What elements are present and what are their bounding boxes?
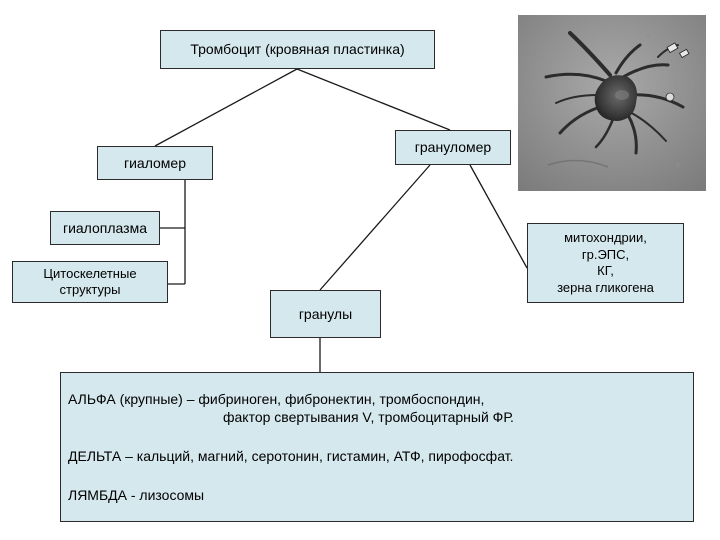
node-root-label: Тромбоцит (кровяная пластинка) xyxy=(190,41,405,57)
node-organelles-line4: зерна гликогена xyxy=(557,279,654,295)
node-hyaloplasm: гиалоплазма xyxy=(50,211,160,245)
node-organelles: митохондрии, гр.ЭПС, КГ, зерна гликогена xyxy=(527,223,684,303)
node-organelles-line3: КГ, xyxy=(597,263,614,278)
alpha-line-2: фактор свертывания V, тромбоцитарный ФР. xyxy=(223,409,514,425)
node-granules: гранулы xyxy=(270,290,381,338)
node-root: Тромбоцит (кровяная пластинка) xyxy=(160,30,435,69)
alpha-line-1: АЛЬФА (крупные) – фибриноген, фибронекти… xyxy=(68,391,485,407)
node-hyaloplasm-label: гиалоплазма xyxy=(62,219,148,236)
line-root-granulomere xyxy=(296,68,451,131)
node-granulomere-label: грануломер xyxy=(414,139,492,155)
line-root-hyalomere xyxy=(154,68,298,147)
node-granules-label: гранулы xyxy=(298,305,353,322)
node-cytoskeleton: Цитоскелетные структуры xyxy=(12,261,168,303)
delta-line: ДЕЛЬТА – кальций, магний, серотонин, гис… xyxy=(68,448,514,464)
node-hyalomere-label: гиаломер xyxy=(123,154,187,171)
line-granulomere-organelles xyxy=(469,164,528,269)
lambda-line: ЛЯМБДА - лизосомы xyxy=(68,487,205,503)
node-organelles-line2: гр.ЭПС, xyxy=(581,246,630,262)
node-hyalomere: гиаломер xyxy=(97,146,213,180)
node-organelles-line1: митохондрии, xyxy=(564,230,647,245)
line-granulomere-granules xyxy=(319,164,431,291)
platelet-micrograph xyxy=(518,15,706,191)
node-cytoskeleton-line1: Цитоскелетные xyxy=(43,266,137,281)
node-cytoskeleton-line2: структуры xyxy=(59,282,121,297)
granules-detail-box: АЛЬФА (крупные) – фибриноген, фибронекти… xyxy=(60,372,694,522)
node-granulomere: грануломер xyxy=(395,130,511,165)
